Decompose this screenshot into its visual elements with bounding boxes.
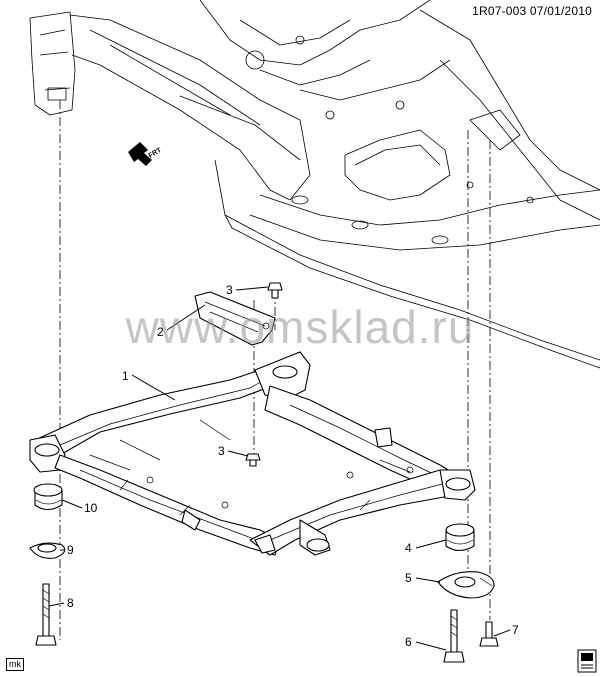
corner-tag: mk [6,658,24,671]
bolt-lower [245,453,261,467]
callout-1: 1 [122,369,129,383]
callout-5: 5 [405,571,412,585]
frt-label: FRT [148,147,164,160]
bolt-left [35,583,57,646]
frame-crossmember [29,351,476,556]
callout-2: 2 [157,325,164,339]
callout-4: 4 [405,541,412,555]
publisher-logo-icon [577,649,597,673]
callout-3-upper: 3 [226,283,233,297]
callout-8: 8 [67,596,74,610]
retainer-right [437,571,495,599]
callout-10: 10 [84,501,98,515]
insulator-right [445,523,475,552]
bolt-right-short [479,621,499,647]
leader-lines [48,286,511,651]
front-direction-arrow-icon: FRT [128,142,163,166]
bolt-upper [267,282,283,299]
bolt-right-long [443,609,465,663]
callout-9: 9 [67,543,74,557]
callout-6: 6 [405,635,412,649]
callout-3-lower: 3 [218,444,225,458]
bracket-part [194,291,276,346]
retainer-left [29,542,66,559]
callout-7: 7 [512,623,519,637]
diagram-code: 1R07-003 07/01/2010 [472,4,592,18]
vehicle-underbody [29,0,600,369]
insulator-left [33,483,63,511]
